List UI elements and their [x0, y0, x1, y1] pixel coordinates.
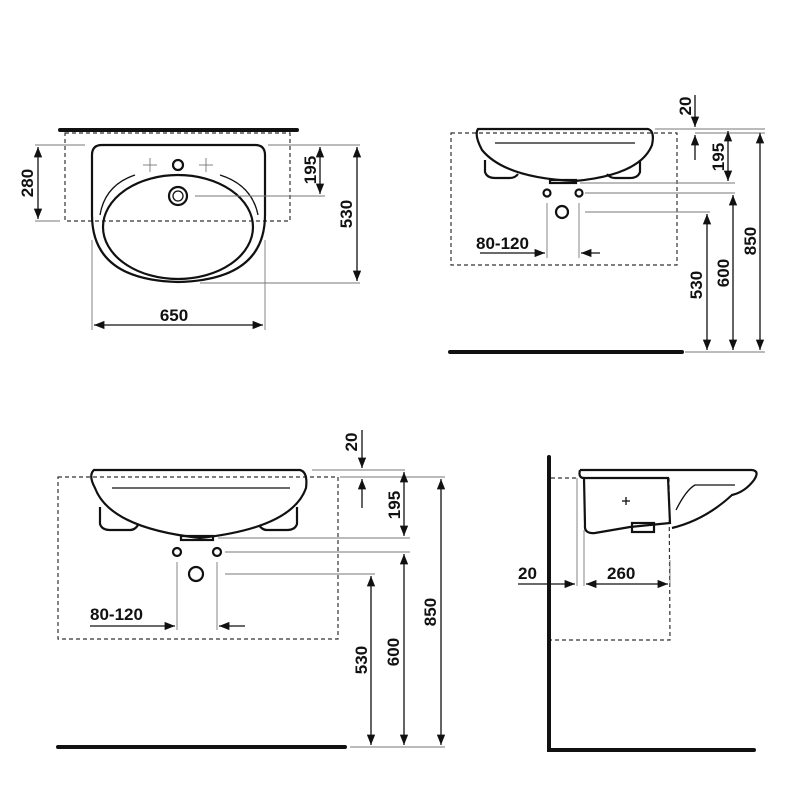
dim-280: 280 — [18, 169, 37, 197]
cabinet-outline — [551, 477, 671, 641]
cabinet-outline — [450, 132, 678, 266]
supply-right-icon — [574, 188, 584, 198]
drain-icon — [167, 185, 189, 207]
dim-20: 20 — [676, 97, 695, 116]
basin-side — [580, 468, 758, 530]
dim-260: 260 — [607, 564, 635, 583]
dim-20: 20 — [342, 433, 361, 452]
dim-195: 195 — [709, 143, 728, 171]
front-view-1: 80-120 20 195 530 600 850 — [448, 95, 765, 354]
dim-530: 530 — [687, 271, 706, 299]
side-view: 20 260 — [518, 455, 758, 752]
dim-530: 530 — [352, 646, 371, 674]
basin-front — [475, 127, 654, 183]
tap-hole-icon — [171, 158, 185, 172]
dim-600: 600 — [714, 259, 733, 287]
dim-530: 530 — [337, 200, 356, 228]
supply-left-icon — [542, 188, 552, 198]
basin-outline — [90, 143, 267, 284]
dim-600: 600 — [384, 638, 403, 666]
bowl-outline — [101, 173, 255, 281]
supply-right-icon — [211, 546, 223, 558]
front-view-2: 80-120 20 195 530 600 850 — [56, 430, 446, 749]
dim-195: 195 — [385, 491, 404, 519]
dim-850: 850 — [421, 598, 440, 626]
top-view: 280 195 530 650 — [18, 128, 362, 330]
dim-195: 195 — [301, 156, 320, 184]
dim-850: 850 — [741, 227, 760, 255]
cabinet-outline — [57, 476, 339, 640]
dim-80-120: 80-120 — [90, 605, 143, 624]
dim-80-120: 80-120 — [476, 234, 529, 253]
waste-icon — [187, 565, 205, 583]
dim-650: 650 — [160, 306, 188, 325]
supply-left-icon — [171, 546, 183, 558]
cabinet-outline — [64, 132, 291, 222]
basin-front — [90, 468, 308, 540]
waste-icon — [554, 204, 570, 220]
dim-20: 20 — [518, 564, 537, 583]
wall-floor-line — [547, 455, 756, 752]
